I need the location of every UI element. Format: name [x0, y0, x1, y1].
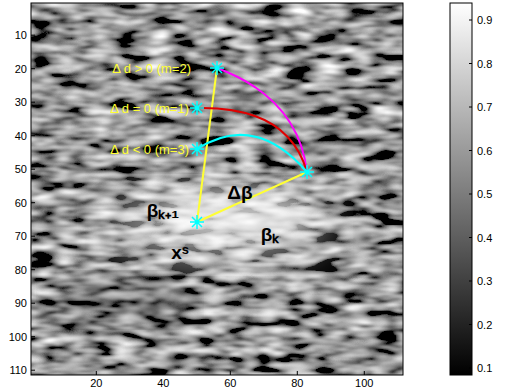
x-tick-label: 100 [355, 378, 373, 389]
colorbar-label: 0.4 [477, 232, 492, 243]
image-ground [31, 3, 403, 375]
colorbar-ticks [469, 20, 472, 368]
curve-m1 [197, 108, 307, 172]
bright-region [100, 183, 330, 267]
dark-region [50, 275, 190, 325]
y-ticks [31, 35, 35, 370]
marker-xs [190, 215, 204, 229]
y-tick-label: 100 [9, 331, 27, 342]
colorbar-label: 0.5 [477, 189, 492, 200]
speckle-texture [31, 3, 403, 375]
x-tick-label: 60 [224, 378, 236, 389]
colorbar-label: 0.6 [477, 145, 492, 156]
colorbar-label: 0.3 [477, 276, 492, 287]
curve-m3 [197, 135, 307, 172]
point-markers [190, 61, 314, 229]
y-tick-label: 20 [15, 63, 27, 74]
construction [197, 68, 307, 222]
case-label: Δ d = 0 (m=1) [110, 102, 189, 115]
x-ticks [96, 371, 364, 375]
y-tick-label: 40 [15, 130, 27, 141]
image-area [31, 3, 403, 375]
y-tick-label: 110 [9, 365, 27, 376]
marker-m2 [210, 61, 224, 75]
x-tick-label: 40 [157, 378, 169, 389]
colorbar-label: 0.9 [477, 15, 492, 26]
y-tick-label: 70 [15, 231, 27, 242]
line-label: βₖ [261, 225, 280, 244]
y-tick-label: 10 [15, 30, 27, 41]
curve-m2 [217, 68, 307, 172]
axis-ticks [31, 35, 364, 375]
marker-m1 [190, 101, 204, 115]
case-label: Δ d > 0 (m=2) [112, 62, 191, 75]
y-tick-label: 30 [15, 97, 27, 108]
angle-label: Δβ [227, 183, 252, 202]
colorbar-label: 0.2 [477, 319, 492, 330]
y-tick-label: 50 [15, 164, 27, 175]
y-tick-label: 90 [15, 298, 27, 309]
colorbar [450, 3, 472, 375]
case-label: Δ d < 0 (m=3) [110, 143, 189, 156]
x-tick-label: 20 [90, 378, 102, 389]
colorbar-label: 0.1 [477, 363, 492, 374]
point-label: xˢ [171, 243, 189, 262]
line-label: βₖ₊₁ [147, 201, 179, 220]
y-tick-label: 80 [15, 264, 27, 275]
image-border [31, 3, 403, 375]
marker-m3 [190, 142, 204, 156]
colorbar-label: 0.8 [477, 58, 492, 69]
marker-right [300, 165, 314, 179]
colorbar-label: 0.7 [477, 102, 492, 113]
y-tick-label: 60 [15, 197, 27, 208]
beta-k-line [197, 172, 307, 222]
x-tick-label: 80 [291, 378, 303, 389]
